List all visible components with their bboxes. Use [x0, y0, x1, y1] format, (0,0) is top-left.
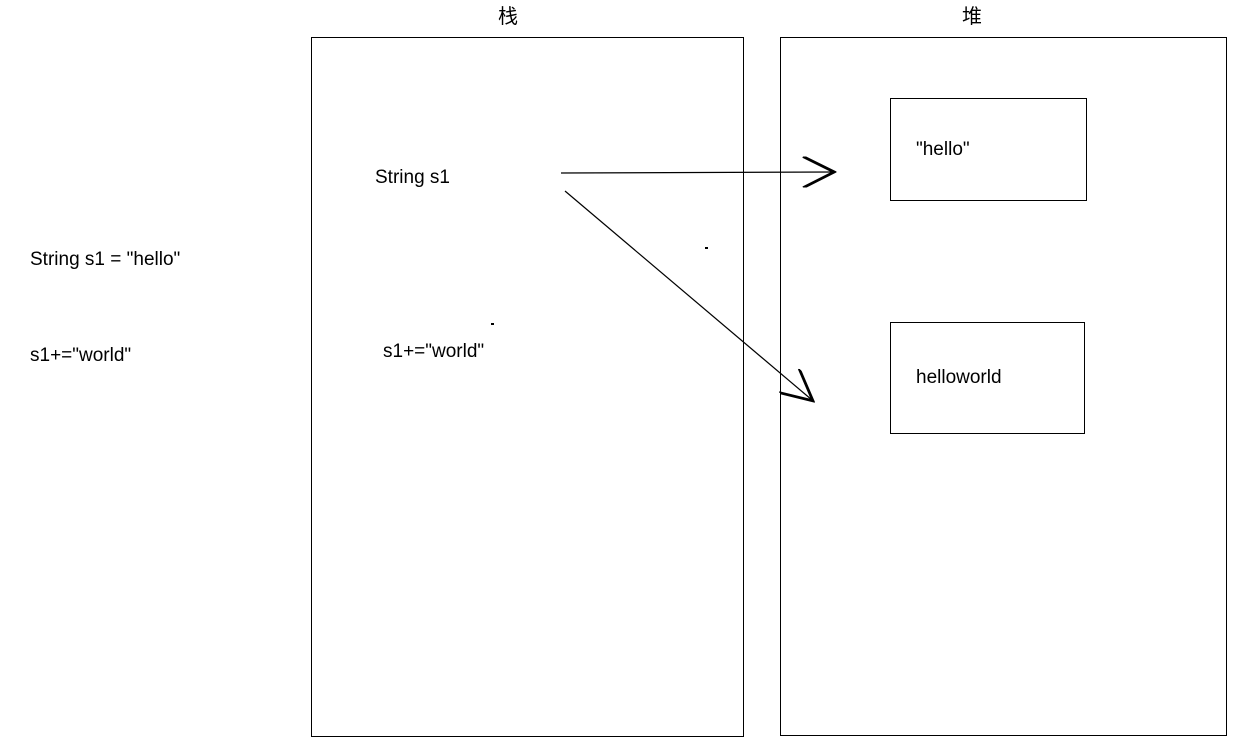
heap-object-hello: "hello": [890, 98, 1087, 201]
heap-object-helloworld: helloworld: [890, 322, 1085, 434]
heap-object-helloworld-label: helloworld: [916, 367, 1002, 388]
stack-entry-s1: String s1: [375, 167, 450, 188]
heap-title: 堆: [962, 6, 982, 28]
stack-entry-append: s1+="world": [383, 341, 485, 362]
stack-title: 栈: [498, 6, 518, 28]
stack-region-box: [311, 37, 744, 737]
heap-object-hello-label: "hello": [916, 138, 970, 160]
code-line-1: String s1 = "hello": [30, 249, 181, 270]
code-annotation: String s1 = "hello" s1+="world": [30, 180, 180, 436]
stray-dot: [491, 323, 494, 325]
stray-dot: [705, 247, 708, 249]
code-line-2: s1+="world": [30, 345, 132, 366]
